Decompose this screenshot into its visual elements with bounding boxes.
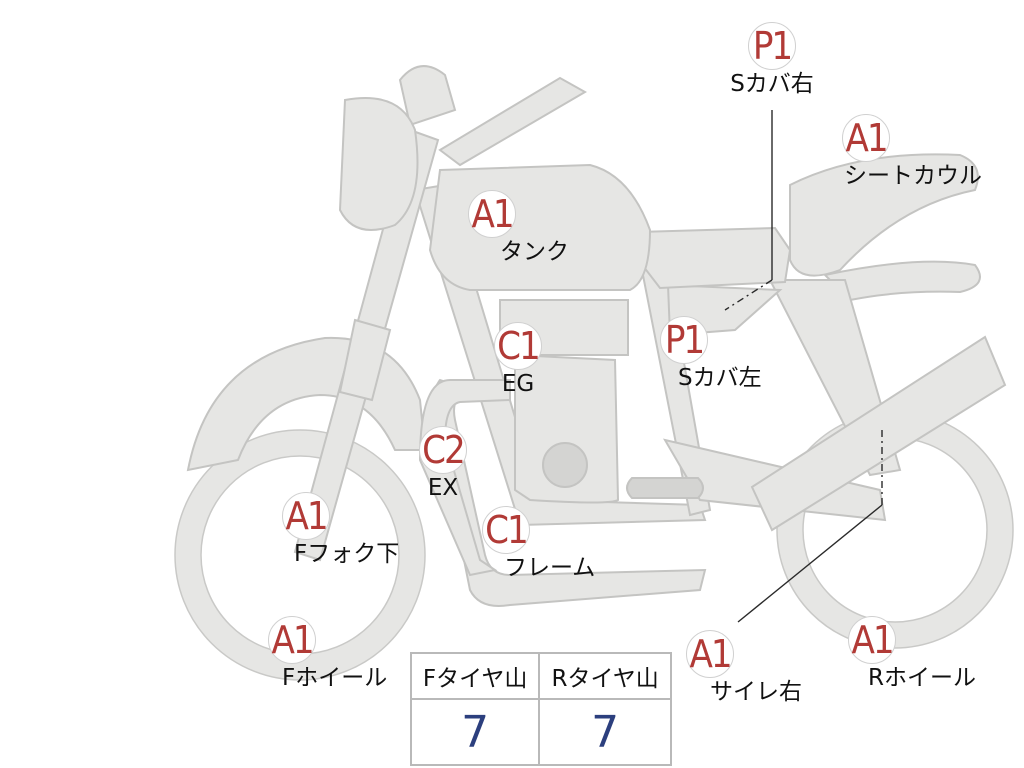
part-label: Fホイール bbox=[282, 665, 388, 691]
footpeg bbox=[626, 477, 704, 499]
grade-badge: A1 bbox=[468, 190, 516, 238]
grade-badge: P1 bbox=[660, 316, 708, 364]
rear-fender bbox=[822, 260, 981, 302]
marker-a1-f-fork-lower: A1 Fフォク下 bbox=[278, 492, 418, 567]
headlight bbox=[338, 97, 419, 231]
grade-badge: P1 bbox=[748, 22, 796, 70]
part-label: シートカウル bbox=[844, 163, 982, 189]
marker-c1-eg: C1 EG bbox=[468, 322, 568, 397]
engine-block bbox=[514, 353, 620, 504]
marker-c1-frame: C1 フレーム bbox=[478, 506, 608, 581]
front-wheel bbox=[175, 430, 425, 680]
tire-tread-table: Fタイヤ山 Rタイヤ山 7 7 bbox=[409, 652, 672, 766]
leader-line-muffler bbox=[737, 504, 883, 623]
marker-a1-muffler-right: A1 サイレ右 bbox=[684, 630, 814, 705]
grade-badge: C2 bbox=[419, 426, 467, 474]
grade-badge: A1 bbox=[848, 616, 896, 664]
part-label: Sカバ左 bbox=[678, 365, 762, 391]
engine-cover bbox=[542, 442, 588, 488]
seat bbox=[636, 226, 792, 290]
marker-a1-r-wheel: A1 Rホイール bbox=[846, 616, 996, 691]
handlebar bbox=[438, 76, 588, 167]
marker-a1-seat-cowl: A1 シートカウル bbox=[812, 114, 992, 189]
muffler bbox=[750, 335, 1007, 532]
front-tire-value: 7 bbox=[409, 698, 541, 766]
rear-tire-header: Rタイヤ山 bbox=[538, 652, 672, 700]
grade-badge: C1 bbox=[482, 506, 530, 554]
grade-badge: A1 bbox=[842, 114, 890, 162]
part-label: EX bbox=[427, 475, 459, 501]
grade-badge: A1 bbox=[282, 492, 330, 540]
front-tire-header: Fタイヤ山 bbox=[409, 652, 541, 700]
marker-c2-ex: C2 EX bbox=[393, 426, 493, 501]
rear-tire-value: 7 bbox=[538, 698, 672, 766]
part-label: EG bbox=[501, 371, 535, 397]
marker-a1-f-wheel: A1 Fホイール bbox=[266, 616, 406, 691]
part-label: サイレ右 bbox=[710, 679, 802, 705]
part-label: フレーム bbox=[504, 555, 596, 581]
grade-badge: A1 bbox=[686, 630, 734, 678]
marker-a1-tank: A1 タンク bbox=[446, 190, 586, 265]
marker-p1-s-cover-right: P1 Sカバ右 bbox=[722, 22, 822, 97]
part-label: Rホイール bbox=[868, 665, 976, 691]
grade-badge: A1 bbox=[268, 616, 316, 664]
part-label: Fフォク下 bbox=[294, 541, 400, 567]
grade-badge: C1 bbox=[494, 322, 542, 370]
part-label: Sカバ右 bbox=[730, 71, 814, 97]
part-label: タンク bbox=[500, 239, 569, 265]
marker-p1-s-cover-left: P1 Sカバ左 bbox=[660, 316, 780, 391]
